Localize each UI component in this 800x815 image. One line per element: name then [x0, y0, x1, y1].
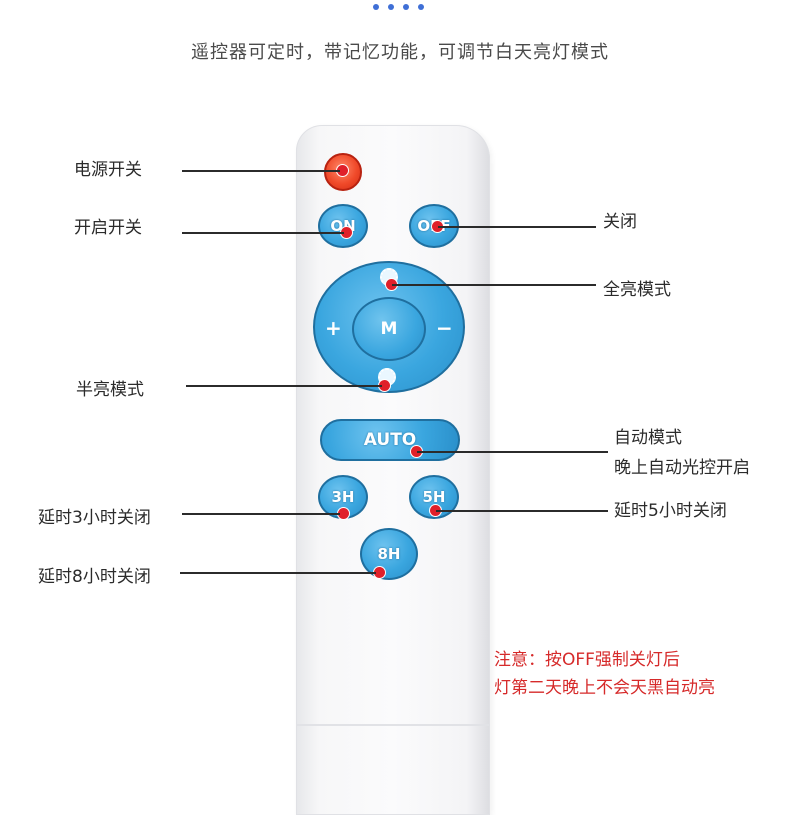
- power-leader-line: [182, 170, 340, 172]
- timer-5h-indicator-dot: [430, 505, 441, 516]
- timer-3h-leader-line: [182, 513, 340, 515]
- half-bright-leader-line: [186, 385, 382, 387]
- label-delay-8h: 延时8小时关闭: [38, 567, 151, 587]
- auto-button[interactable]: AUTO: [320, 419, 460, 461]
- warning-note-line1: 注意：按OFF强制关灯后: [494, 650, 680, 670]
- headline: 遥控器可定时，带记忆功能，可调节白天亮灯模式: [191, 42, 609, 63]
- auto-indicator-dot: [411, 446, 422, 457]
- full-bright-indicator-dot: [386, 279, 397, 290]
- timer-8h-button[interactable]: 8H: [360, 528, 418, 580]
- half-bright-indicator-dot: [379, 380, 390, 391]
- timer-8h-indicator-dot: [374, 567, 385, 578]
- label-delay-5h: 延时5小时关闭: [614, 501, 727, 521]
- label-half-bright: 半亮模式: [76, 380, 144, 400]
- on-indicator-dot: [341, 227, 352, 238]
- label-delay-3h: 延时3小时关闭: [38, 508, 151, 528]
- auto-leader-line: [417, 451, 608, 453]
- warning-note-line2: 灯第二天晚上不会天黑自动亮: [494, 678, 715, 698]
- timer-5h-leader-line: [436, 510, 608, 512]
- remote-battery-seam: [297, 724, 489, 726]
- label-off: 关闭: [603, 212, 637, 232]
- off-indicator-dot: [432, 221, 443, 232]
- on-button[interactable]: ON: [318, 204, 368, 248]
- dot: [388, 4, 394, 10]
- label-full-bright: 全亮模式: [603, 280, 671, 300]
- dot: [373, 4, 379, 10]
- label-power: 电源开关: [74, 160, 142, 180]
- warning-note: 注意：按OFF强制关灯后 灯第二天晚上不会天黑自动亮: [494, 646, 715, 702]
- dot: [418, 4, 424, 10]
- carousel-dots: [373, 4, 424, 10]
- full-bright-leader-line: [392, 284, 596, 286]
- timer-3h-indicator-dot: [338, 508, 349, 519]
- power-indicator-dot: [337, 165, 348, 176]
- plus-button[interactable]: +: [325, 316, 342, 340]
- on-leader-line: [182, 232, 344, 234]
- timer-8h-leader-line: [180, 572, 376, 574]
- label-on: 开启开关: [74, 218, 142, 238]
- off-leader-line: [438, 226, 596, 228]
- minus-button[interactable]: −: [436, 316, 453, 340]
- label-auto-mode: 自动模式: [614, 428, 682, 448]
- dot: [403, 4, 409, 10]
- label-auto-light-control: 晚上自动光控开启: [614, 458, 750, 478]
- mode-button[interactable]: M: [352, 297, 426, 361]
